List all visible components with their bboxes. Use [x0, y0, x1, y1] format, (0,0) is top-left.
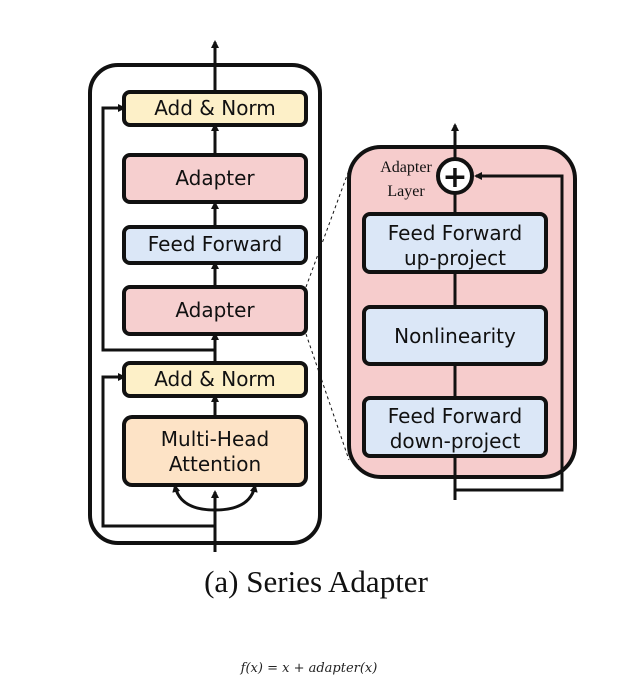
adapter-formula: f(x) = x + adapter(x): [240, 661, 378, 676]
add-norm-top-label: Add & Norm: [154, 96, 276, 120]
adapter-top-box: [122, 153, 308, 204]
figure-caption: (a) Series Adapter: [204, 564, 428, 599]
up-project-label-line1: Feed Forward: [388, 221, 523, 245]
multi-head-attention-box: [122, 415, 308, 487]
residual-connection-top: [101, 104, 215, 352]
nonlinearity-label: Nonlinearity: [394, 324, 516, 348]
up-project-label-line2: up-project: [404, 246, 506, 270]
adapter-layer-title-line1: Adapter: [380, 159, 432, 176]
attention-input-left: [172, 484, 216, 512]
feed-forward-box: [122, 225, 308, 265]
add-norm-top-box: [122, 90, 308, 127]
down-project-label-line1: Feed Forward: [388, 404, 523, 428]
adapter-layer-title-line2: Layer: [387, 183, 425, 200]
add-norm-bottom-label: Add & Norm: [154, 367, 276, 391]
feed-forward-label: Feed Forward: [148, 232, 283, 256]
transformer-block-outline: [88, 63, 322, 545]
adapter-bottom-box: [122, 285, 308, 336]
sum-plus-symbol: +: [442, 160, 467, 195]
up-project-box: [362, 212, 548, 274]
down-project-label-line2: down-project: [390, 429, 521, 453]
zoom-connector-lower: [305, 333, 350, 461]
attention-label-line1: Multi-Head: [161, 427, 269, 451]
down-project-box: [362, 396, 548, 458]
residual-connection-bottom: [101, 373, 215, 528]
attention-input-right: [214, 484, 258, 512]
zoom-connector-upper: [305, 169, 350, 288]
add-norm-bottom-box: [122, 361, 308, 398]
sum-node: [436, 157, 474, 195]
attention-label-line2: Attention: [169, 452, 261, 476]
adapter-skip-connection: [455, 172, 564, 492]
nonlinearity-box: [362, 305, 548, 366]
adapter-bottom-label: Adapter: [175, 298, 255, 322]
adapter-top-label: Adapter: [175, 166, 255, 190]
